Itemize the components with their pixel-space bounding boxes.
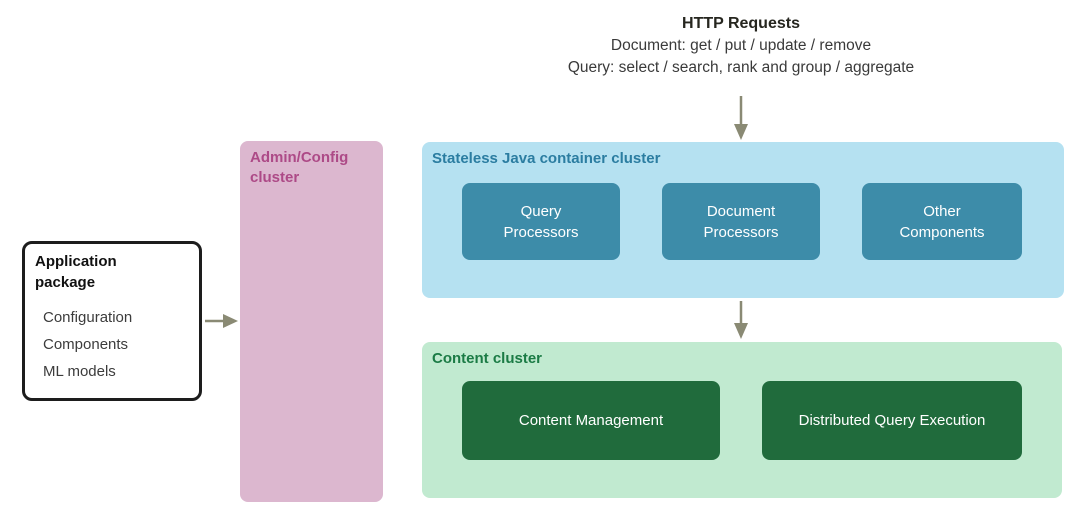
- stateless-container-cluster-title: Stateless Java container cluster: [432, 150, 661, 167]
- distributed-query-execution-label: Distributed Query Execution: [798, 412, 986, 429]
- other-components-node: Other Components: [862, 183, 1022, 260]
- document-processors-label-line2: Processors: [703, 223, 779, 241]
- stateless-container-cluster-box: Stateless Java container cluster Query P…: [422, 142, 1064, 298]
- application-package-items: Configuration Components ML models: [43, 304, 199, 385]
- http-requests-header: HTTP Requests Document: get / put / upda…: [420, 13, 1062, 79]
- http-requests-label: HTTP Requests: [682, 15, 800, 32]
- query-processors-label-line2: Processors: [503, 223, 579, 241]
- app-package-item-components: Components: [43, 336, 129, 353]
- content-management-label: Content Management: [518, 412, 664, 429]
- arrow-down-container-to-content: [734, 301, 748, 339]
- application-package-title: Application package: [35, 253, 117, 291]
- application-package-box: Application package Configuration Compon…: [22, 241, 202, 401]
- admin-config-cluster-title: Admin/Config cluster: [250, 149, 349, 186]
- query-processors-node: Query Processors: [462, 183, 620, 260]
- query-processors-label-line1: Query: [520, 202, 562, 220]
- arrow-right-app-to-admin: [205, 314, 238, 328]
- arrow-down-http-to-container: [734, 96, 748, 140]
- content-cluster-title: Content cluster: [432, 350, 543, 367]
- content-cluster-box: Content cluster Content Management Distr…: [422, 342, 1062, 498]
- app-package-item-configuration: Configuration: [43, 309, 133, 326]
- document-processors-label-line1: Document: [706, 202, 776, 220]
- distributed-query-execution-node: Distributed Query Execution: [762, 381, 1022, 460]
- other-components-label-line1: Other: [923, 202, 961, 220]
- content-management-node: Content Management: [462, 381, 720, 460]
- document-operations-label: Document: get / put / update / remove: [610, 37, 872, 54]
- document-processors-node: Document Processors: [662, 183, 820, 260]
- admin-config-cluster-box: Admin/Config cluster: [240, 141, 383, 502]
- app-package-item-ml-models: ML models: [43, 363, 116, 380]
- query-operations-label: Query: select / search, rank and group /…: [567, 59, 915, 76]
- other-components-label-line2: Components: [899, 223, 985, 241]
